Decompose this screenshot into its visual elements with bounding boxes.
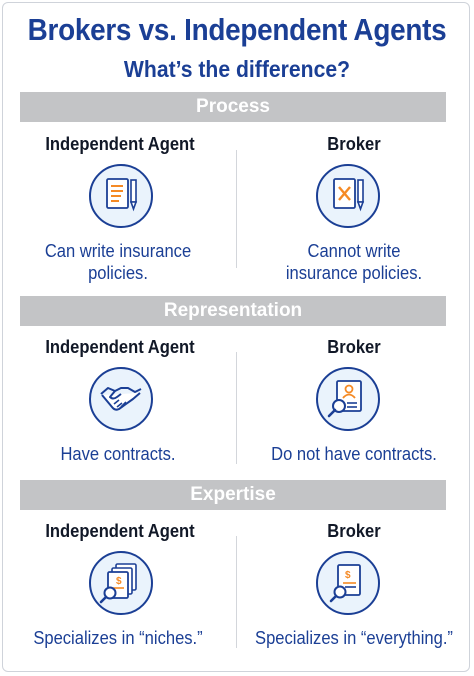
section-bar-process: Process (20, 92, 446, 122)
description-text: Specializes in “niches.” (11, 627, 224, 649)
description-text: Do not have contracts. (247, 443, 460, 465)
role-heading-independent-agent: Independent Agent (45, 521, 195, 541)
profile-document-magnifier-icon (315, 366, 381, 432)
column-divider (236, 352, 237, 464)
role-heading-broker: Broker (327, 337, 381, 357)
role-heading-independent-agent: Independent Agent (45, 134, 195, 154)
svg-text:$: $ (345, 570, 351, 581)
description-line: policies. (88, 263, 148, 283)
description-line: Cannot write (307, 241, 401, 261)
description-line: insurance policies. (285, 263, 423, 283)
role-heading-broker: Broker (327, 521, 381, 541)
page-subtitle: What’s the difference? (123, 56, 351, 82)
page-title: Brokers vs. Independent Agents (27, 12, 447, 47)
column-divider (236, 536, 237, 648)
description-text: Can write insurance policies. (11, 240, 224, 284)
stacked-dollar-documents-magnifier-icon: $ (88, 550, 154, 616)
description-text: Have contracts. (11, 443, 224, 465)
description-line: Can write insurance (44, 241, 192, 261)
section-bar-representation: Representation (20, 296, 446, 326)
svg-text:$: $ (116, 576, 122, 587)
handshake-icon (88, 366, 154, 432)
description-line: Do not have contracts. (271, 444, 437, 464)
description-line: Specializes in “everything.” (255, 628, 453, 648)
section-bar-expertise: Expertise (20, 480, 446, 510)
role-heading-independent-agent: Independent Agent (45, 337, 195, 357)
role-heading-broker: Broker (327, 134, 381, 154)
column-divider (236, 150, 237, 268)
dollar-document-magnifier-icon: $ (315, 550, 381, 616)
description-line: Have contracts. (60, 444, 176, 464)
document-pen-icon (88, 163, 154, 229)
description-text: Cannot write insurance policies. (247, 240, 460, 284)
description-line: Specializes in “niches.” (33, 628, 203, 648)
document-x-pen-icon (315, 163, 381, 229)
description-text: Specializes in “everything.” (247, 627, 460, 649)
